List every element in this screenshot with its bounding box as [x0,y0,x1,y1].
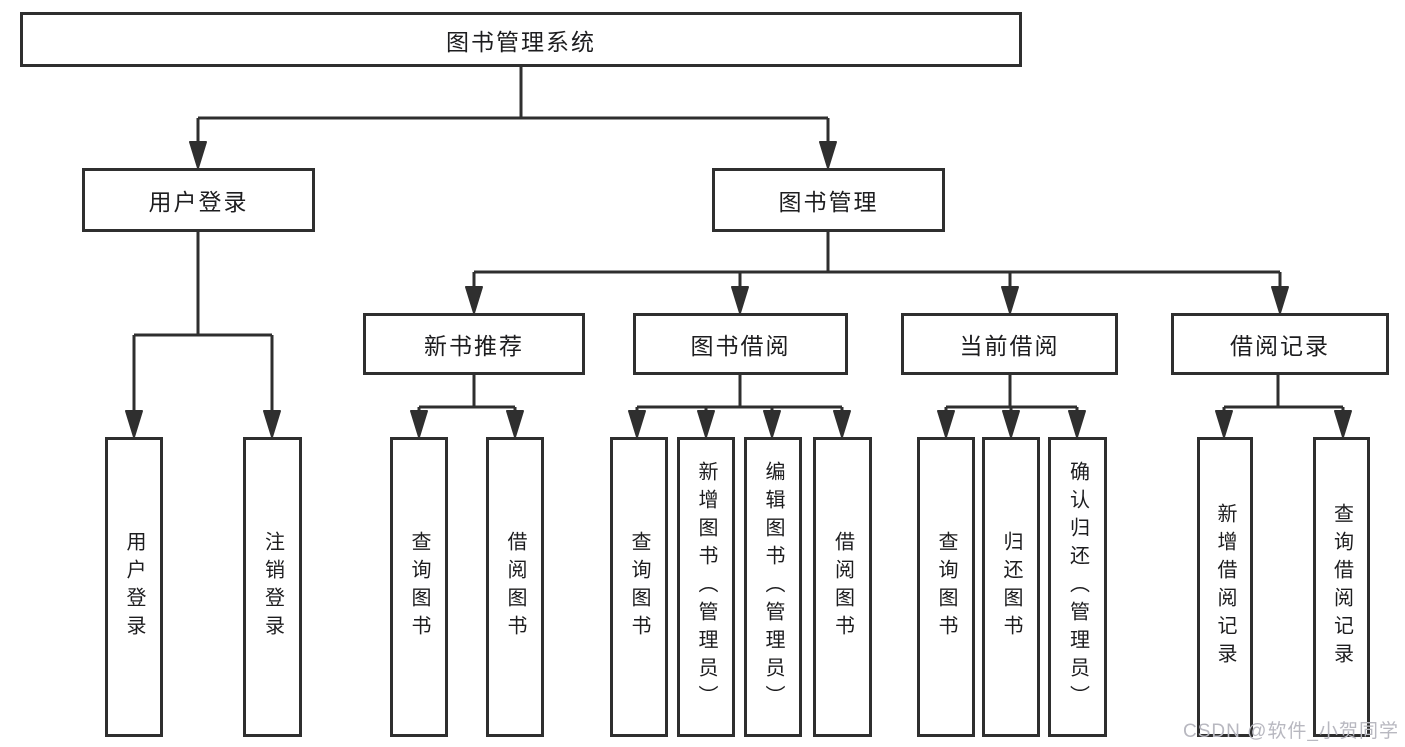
node-book-borrowing-label: 图书借阅 [690,333,791,359]
node-borrow-books-recommend: 借阅图书 [486,437,544,737]
node-return-books: 归还图书 [982,437,1040,737]
node-query-books-borrow-label: 查询图书 [628,531,650,643]
node-add-borrow-record: 新增借阅记录 [1197,437,1253,737]
node-confirm-return-admin: 确认归还（管理员） [1048,437,1107,737]
node-query-borrow-record-label: 查询借阅记录 [1330,503,1353,671]
node-borrowing-records: 借阅记录 [1171,313,1389,375]
node-logout: 注销登录 [243,437,302,737]
node-query-books-borrow: 查询图书 [610,437,668,737]
node-new-book-recommend: 新书推荐 [363,313,585,375]
node-user-login-label: 用户登录 [148,189,249,215]
node-add-books-admin-label: 新增图书（管理员） [695,461,717,713]
node-logout-label: 注销登录 [261,531,284,643]
node-return-books-label: 归还图书 [1000,531,1022,643]
node-confirm-return-admin-label: 确认归还（管理员） [1066,461,1089,713]
node-query-borrow-record: 查询借阅记录 [1313,437,1370,737]
node-borrow-books-recommend-label: 借阅图书 [504,531,526,643]
node-query-books-current: 查询图书 [917,437,975,737]
node-borrow-books: 借阅图书 [813,437,872,737]
node-query-books-recommend-label: 查询图书 [408,531,430,643]
node-add-books-admin: 新增图书（管理员） [677,437,735,737]
node-root-label: 图书管理系统 [446,28,596,55]
node-new-book-recommend-label: 新书推荐 [424,333,524,359]
node-user-login: 用户登录 [82,168,315,232]
node-user-login-leaf-label: 用户登录 [123,531,145,643]
node-borrowing-records-label: 借阅记录 [1230,333,1330,359]
node-add-borrow-record-label: 新增借阅记录 [1214,503,1236,671]
node-current-borrowing: 当前借阅 [901,313,1118,375]
node-current-borrowing-label: 当前借阅 [959,333,1060,359]
node-user-login-leaf: 用户登录 [105,437,163,737]
node-borrow-books-label: 借阅图书 [831,531,854,643]
node-edit-books-admin: 编辑图书（管理员） [744,437,802,737]
node-edit-books-admin-label: 编辑图书（管理员） [762,461,784,713]
node-book-borrowing: 图书借阅 [633,313,848,375]
node-root: 图书管理系统 [20,12,1022,67]
node-query-books-recommend: 查询图书 [390,437,448,737]
node-book-management-label: 图书管理 [778,189,879,215]
arrow-heads [125,141,1352,438]
node-book-management: 图书管理 [712,168,945,232]
node-query-books-current-label: 查询图书 [935,531,957,643]
